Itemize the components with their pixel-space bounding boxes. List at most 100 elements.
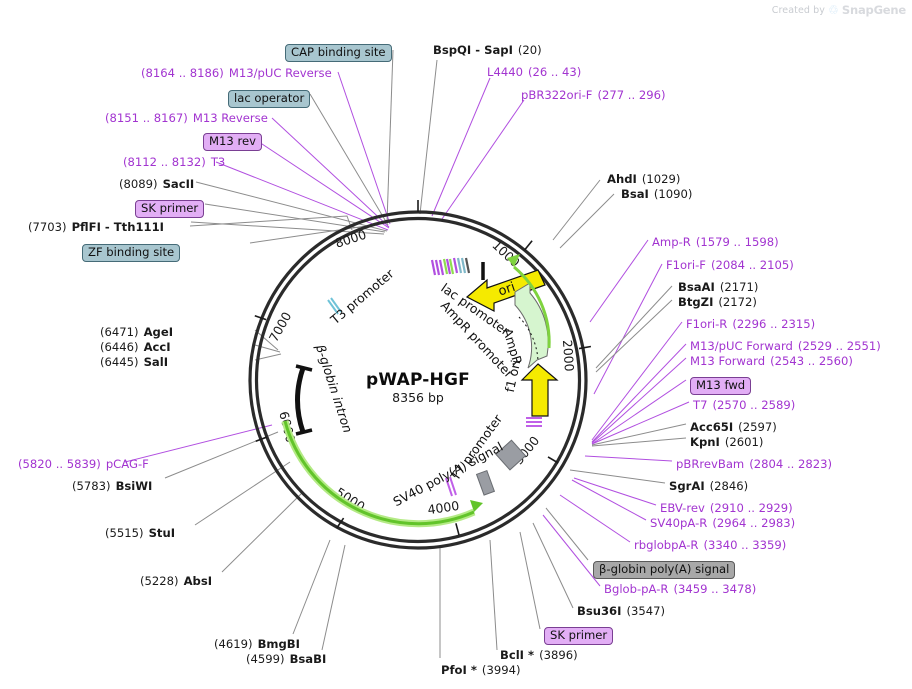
site-name: F1ori-R — [686, 317, 728, 331]
primer-label-pbrrevbam[interactable]: pBRrevBam (2804 .. 2823) — [676, 458, 832, 471]
enzyme-label-acci[interactable]: (6446)AccI — [100, 341, 171, 354]
feature-badge-zf-binding-site[interactable]: ZF binding site — [82, 244, 181, 262]
site-position: (4619) — [214, 637, 253, 651]
site-position: (8164 .. 8186) — [141, 66, 224, 80]
leader-lines-right — [439, 179, 690, 658]
watermark-brand: SnapGene — [841, 3, 906, 17]
site-name: SgrAI — [669, 479, 705, 493]
site-position: (3994) — [481, 663, 521, 677]
site-name: BsaBI — [289, 652, 327, 666]
enzyme-label-pflfi-tth111i[interactable]: (7703)PflFI - Tth111I — [28, 221, 164, 234]
feature-badge-sk-primer[interactable]: SK primer — [544, 627, 614, 645]
primer-label-t3[interactable]: (8112 .. 8132)T3 — [123, 156, 225, 169]
enzyme-label-ahdi[interactable]: AhdI(1029) — [607, 173, 680, 186]
feature-label-f1-ori: f1 ori — [502, 359, 523, 394]
site-position: (8089) — [119, 177, 158, 191]
site-name: M13 Forward — [690, 354, 766, 368]
site-name: Bglob-pA-R — [604, 582, 669, 596]
site-position: (2171) — [719, 280, 759, 294]
site-name: pBR322ori-F — [521, 88, 593, 102]
enzyme-label-btgzi[interactable]: BtgZI(2172) — [678, 296, 757, 309]
site-name: M13/pUC Forward — [690, 339, 793, 353]
tick-label-2000: 2000 — [560, 339, 577, 372]
site-name: pBRrevBam — [676, 457, 745, 471]
enzyme-label-bsu36i[interactable]: Bsu36I(3547) — [577, 605, 665, 618]
feature-badge-label: β-globin poly(A) signal — [599, 562, 730, 576]
tick-label-4000: 4000 — [427, 498, 461, 517]
enzyme-label-absi[interactable]: (5228)AbsI — [140, 575, 212, 588]
site-position: (2597) — [738, 420, 777, 434]
site-name: Bsu36I — [577, 604, 622, 618]
primer-label-l4440[interactable]: L4440 (26 .. 43) — [487, 66, 581, 79]
primer-label-bglob-pa-r[interactable]: Bglob-pA-R (3459 .. 3478) — [604, 583, 756, 596]
enzyme-label-kpni[interactable]: KpnI(2601) — [690, 436, 763, 449]
site-name: StuI — [148, 526, 176, 540]
primer-label-m13-puc-forward[interactable]: M13/pUC Forward(2529 .. 2551) — [690, 340, 881, 353]
enzyme-label-bcli[interactable]: BclI *(3896) — [500, 649, 578, 662]
feature-badge-label: SK primer — [141, 201, 199, 215]
site-name: pCAG-F — [105, 457, 149, 471]
plasmid-name: pWAP-HGF — [366, 370, 470, 390]
primer-label-m13-puc-reverse[interactable]: (8164 .. 8186) M13/pUC Reverse — [141, 67, 332, 80]
enzyme-label-acc65i[interactable]: Acc65I (2597) — [690, 421, 777, 434]
site-name: AccI — [143, 340, 171, 354]
primer-label-pcag-f[interactable]: (5820 .. 5839)pCAG-F — [18, 458, 149, 471]
site-name: PflFI - Tth111I — [71, 220, 164, 234]
feature-badge-label: lac operator — [234, 91, 305, 105]
enzyme-label-agei[interactable]: (6471)AgeI — [100, 326, 173, 339]
enzyme-label-bspqi-sapi[interactable]: BspQI - SapI(20) — [433, 44, 542, 57]
primer-label-sv40pa-r[interactable]: SV40pA-R(2964 .. 2983) — [650, 517, 795, 530]
feature-f1-ori — [520, 363, 559, 417]
tick-label-1000: 1000 — [489, 237, 523, 270]
primer-label-m13-reverse[interactable]: (8151 .. 8167)M13 Reverse — [105, 112, 268, 125]
enzyme-label-bsiwi[interactable]: (5783)BsiWI — [72, 480, 152, 493]
plasmid-size: 8356 bp — [392, 390, 444, 405]
feature-badge-m13-rev[interactable]: M13 rev — [203, 133, 262, 151]
site-name: M13/pUC Reverse — [228, 66, 332, 80]
enzyme-label-pfoi[interactable]: PfoI * (3994) — [441, 664, 520, 677]
enzyme-label-stui[interactable]: (5515)StuI — [105, 527, 175, 540]
site-position: (2172) — [718, 295, 757, 309]
site-position: (3459 .. 3478) — [673, 582, 757, 596]
primer-label-amp-r[interactable]: Amp-R(1579 .. 1598) — [652, 236, 779, 249]
primer-label-t7[interactable]: T7(2570 .. 2589) — [693, 399, 795, 412]
primer-label-f1ori-f[interactable]: F1ori-F(2084 .. 2105) — [666, 259, 794, 272]
primer-label-m13-forward[interactable]: M13 Forward(2543 .. 2560) — [690, 355, 853, 368]
site-position: (5228) — [140, 574, 179, 588]
enzyme-label-sgrai[interactable]: SgrAI (2846) — [669, 480, 748, 493]
site-position: (2804 .. 2823) — [749, 457, 833, 471]
feature-badge-lac-operator[interactable]: lac operator — [228, 90, 311, 108]
enzyme-label-sali[interactable]: (6445)SalI — [100, 356, 168, 369]
feature-badge-beta-globin-poly-a-signal[interactable]: β-globin poly(A) signal — [593, 561, 736, 579]
site-name: SalI — [143, 355, 169, 369]
feature-badge-label: M13 fwd — [696, 378, 746, 392]
site-name: EBV-rev — [660, 501, 705, 515]
primer-label-f1ori-r[interactable]: F1ori-R(2296 .. 2315) — [686, 318, 815, 331]
snapgene-watermark: Created by ♲ SnapGene — [772, 3, 906, 17]
feature-badge-m13-fwd[interactable]: M13 fwd — [690, 377, 752, 395]
site-position: (26 .. 43) — [527, 65, 582, 79]
site-name: Amp-R — [652, 235, 691, 249]
site-name: M13 Reverse — [192, 111, 268, 125]
site-name: KpnI — [690, 435, 720, 449]
enzyme-label-bmgbi[interactable]: (4619)BmgBI — [214, 638, 300, 651]
enzyme-label-bsabi[interactable]: (4599) BsaBI — [246, 653, 326, 666]
enzyme-label-sacii[interactable]: (8089)SacII — [119, 178, 194, 191]
feature-badge-sk-primer[interactable]: SK primer — [135, 200, 205, 218]
site-position: (4599) — [246, 652, 285, 666]
enzyme-label-bsai[interactable]: BsaI(1090) — [621, 188, 692, 201]
site-name: PfoI * — [441, 663, 477, 677]
site-name: BspQI - SapI — [433, 43, 513, 57]
primer-label-pbr322ori-f[interactable]: pBR322ori-F(277 .. 296) — [521, 89, 665, 102]
site-name: T7 — [693, 398, 708, 412]
feature-badge-cap-binding-site[interactable]: CAP binding site — [285, 44, 392, 62]
site-name: L4440 — [487, 65, 523, 79]
site-name: Acc65I — [690, 420, 734, 434]
site-position: (2846) — [709, 479, 749, 493]
primer-label-ebv-rev[interactable]: EBV-rev(2910 .. 2929) — [660, 502, 793, 515]
site-name: SV40pA-R — [650, 516, 708, 530]
primer-label-rbglobpa-r[interactable]: rbglobpA-R(3340 .. 3359) — [634, 539, 786, 552]
backbone-feature-ticks — [327, 257, 542, 497]
enzyme-label-bsaai[interactable]: BsaAI(2171) — [678, 281, 758, 294]
